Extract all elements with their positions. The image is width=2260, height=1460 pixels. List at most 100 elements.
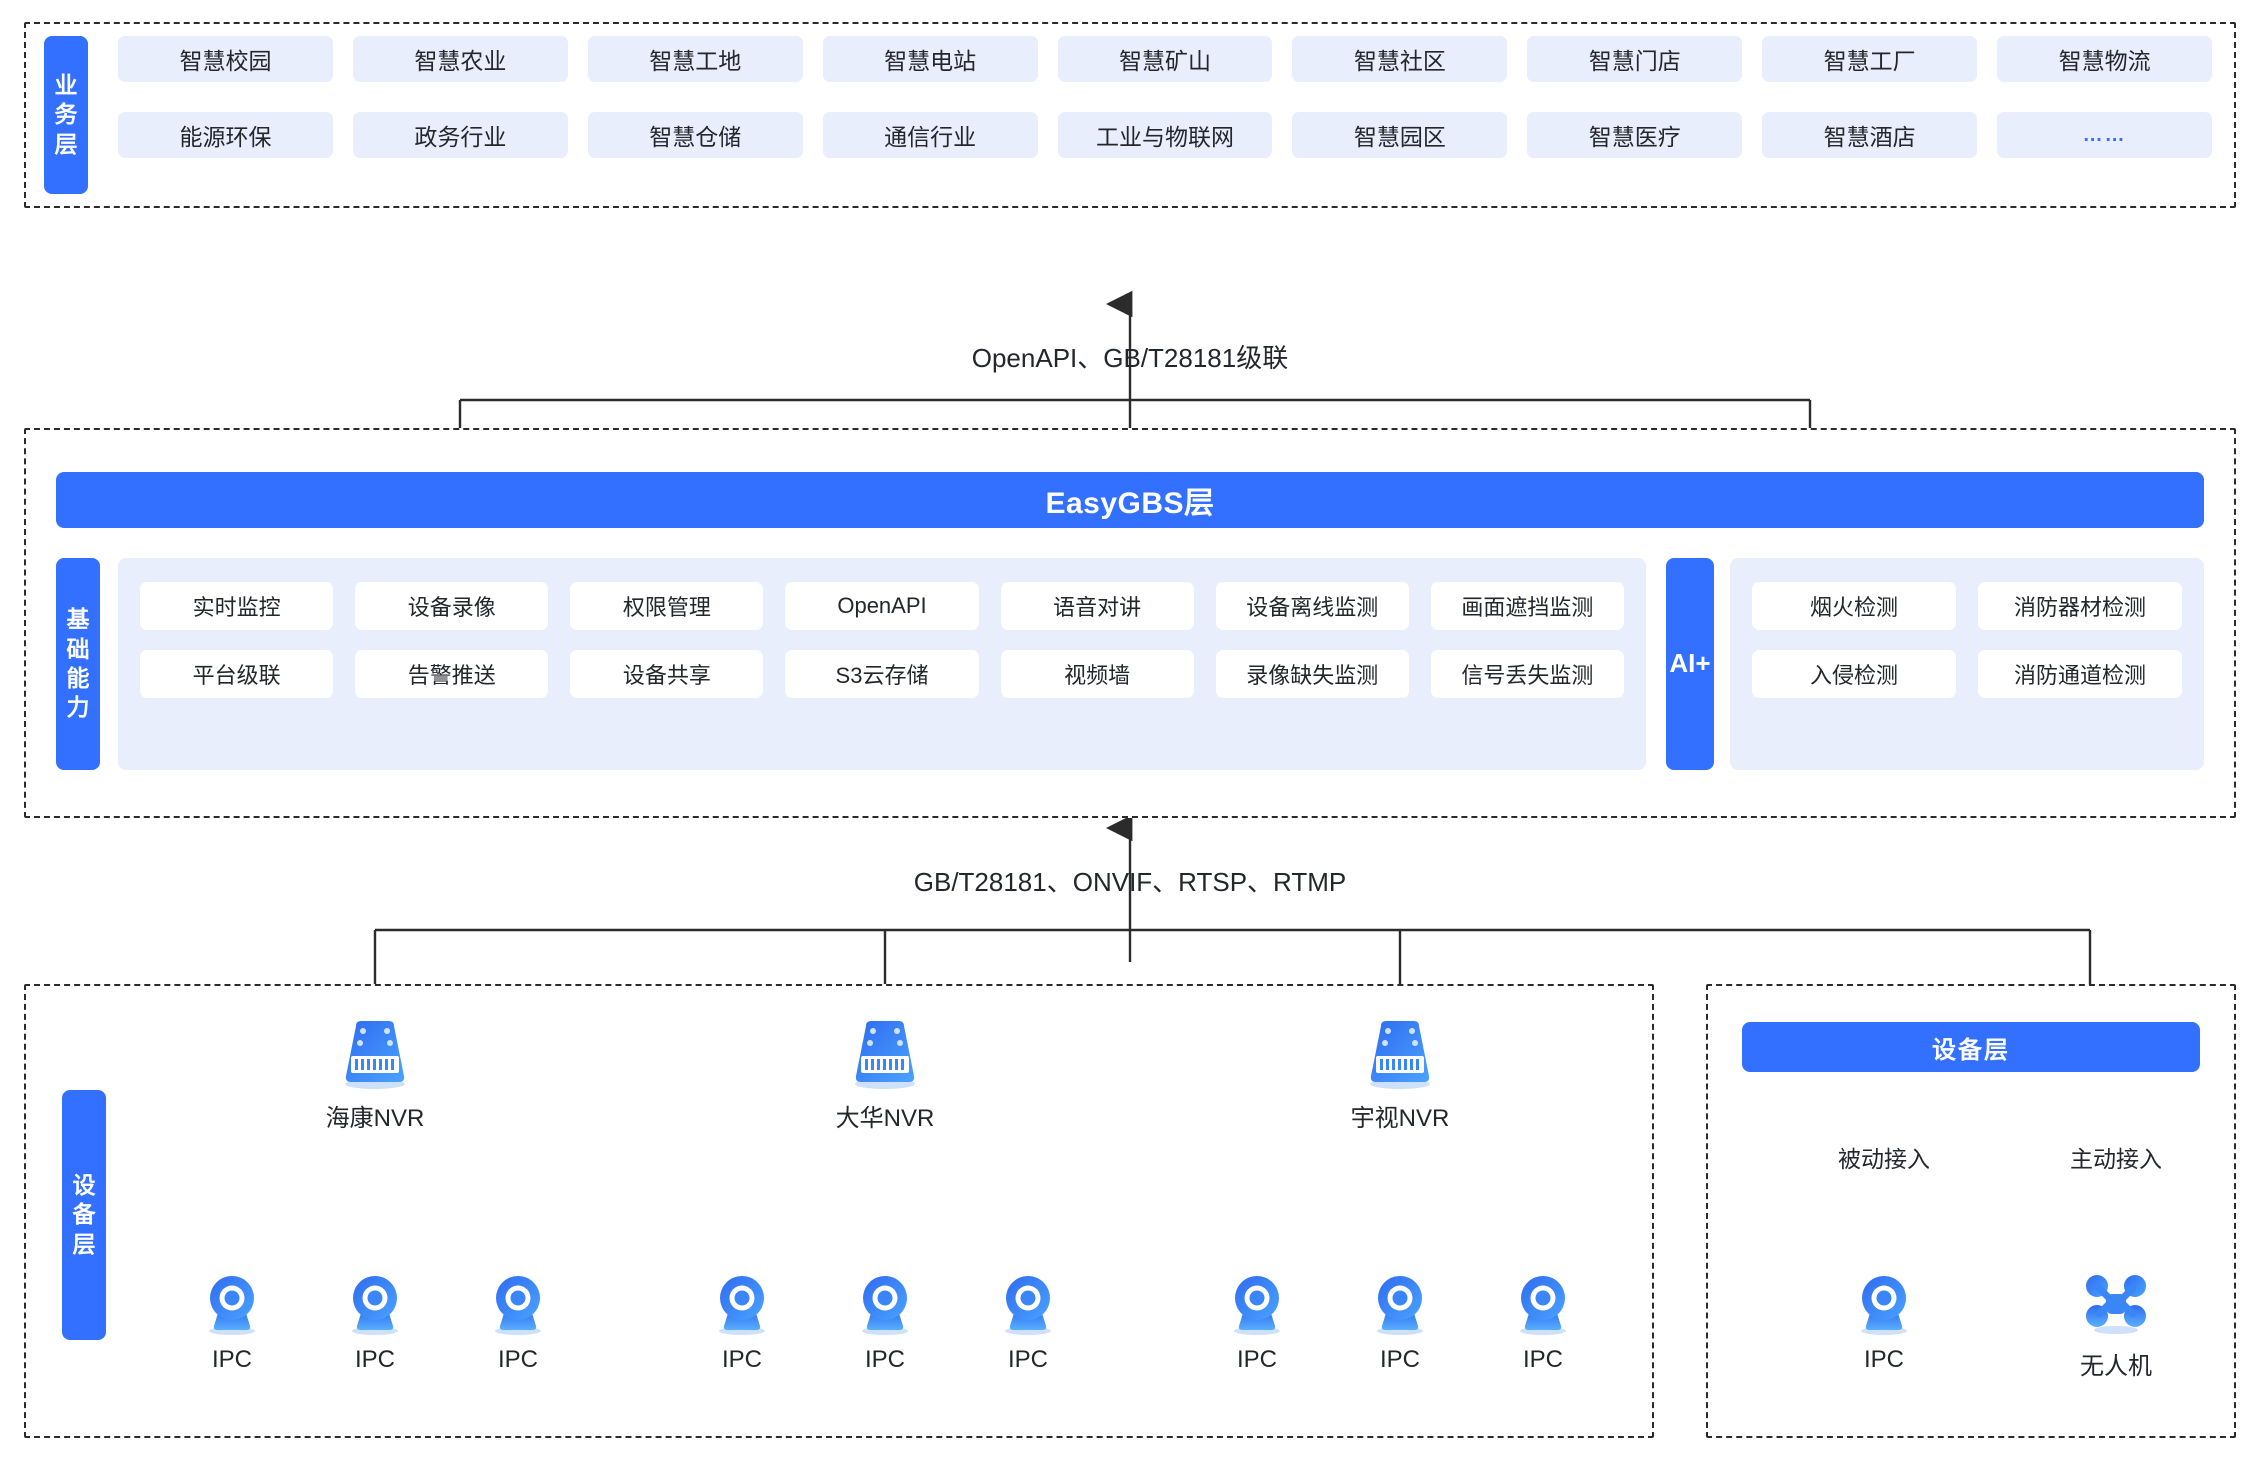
- nvr-icon: [805, 1018, 965, 1092]
- ipc-camera-icon: [1207, 1268, 1307, 1340]
- capability-chip[interactable]: S3云存储: [785, 650, 979, 698]
- direct-ipc-label: IPC: [1863, 1346, 1904, 1373]
- nvr-node[interactable]: 海康NVR: [295, 1018, 455, 1133]
- ai-plus-side-label-text: AI+: [1669, 648, 1711, 679]
- ai-capability-chip[interactable]: 消防器材检测: [1978, 582, 2182, 630]
- business-chip[interactable]: 工业与物联网: [1057, 112, 1273, 158]
- basic-capability-side-label: 基础能力: [56, 558, 100, 770]
- business-chip[interactable]: 智慧物流: [1997, 36, 2213, 82]
- nvr-node[interactable]: 宇视NVR: [1320, 1018, 1480, 1133]
- basic-capability-grid: 实时监控 设备录像 权限管理 OpenAPI 语音对讲 设备离线监测 画面遮挡监…: [118, 558, 1646, 770]
- ipc-label: IPC: [1236, 1346, 1277, 1373]
- business-chip[interactable]: 智慧仓储: [587, 112, 803, 158]
- nvr-label: 海康NVR: [325, 1105, 425, 1132]
- ai-capability-row-2: 入侵检测 消防通道检测: [1752, 650, 2182, 698]
- ipc-node[interactable]: IPC: [1493, 1268, 1593, 1374]
- business-chip[interactable]: 政务行业: [352, 112, 568, 158]
- capability-chip[interactable]: 录像缺失监测: [1215, 650, 1409, 698]
- business-chip[interactable]: 智慧农业: [352, 36, 568, 82]
- ipc-node[interactable]: IPC: [1207, 1268, 1307, 1374]
- ipc-camera-icon: [325, 1268, 425, 1340]
- business-row-1: 智慧校园 智慧农业 智慧工地 智慧电站 智慧矿山 智慧社区 智慧门店 智慧工厂 …: [118, 36, 2213, 82]
- business-chip[interactable]: 能源环保: [118, 112, 333, 158]
- business-chip[interactable]: 智慧电站: [822, 36, 1038, 82]
- ipc-camera-icon: [1350, 1268, 1450, 1340]
- business-chip[interactable]: 智慧门店: [1527, 36, 1743, 82]
- capability-chip[interactable]: 语音对讲: [1000, 582, 1194, 630]
- capability-chip[interactable]: 视频墙: [1000, 650, 1194, 698]
- ipc-node[interactable]: IPC: [325, 1268, 425, 1374]
- business-chip[interactable]: 智慧矿山: [1057, 36, 1273, 82]
- ipc-camera-icon: [978, 1268, 1078, 1340]
- capability-chip[interactable]: 权限管理: [570, 582, 764, 630]
- drone-icon: [2066, 1268, 2166, 1340]
- capability-chip[interactable]: 设备离线监测: [1215, 582, 1409, 630]
- ai-plus-side-label: AI+: [1666, 558, 1714, 770]
- business-layer-grid: 智慧校园 智慧农业 智慧工地 智慧电站 智慧矿山 智慧社区 智慧门店 智慧工厂 …: [118, 36, 2213, 158]
- direct-ipc-node[interactable]: IPC: [1834, 1268, 1934, 1374]
- nvr-icon: [295, 1018, 455, 1092]
- business-chip[interactable]: 智慧酒店: [1762, 112, 1978, 158]
- nvr-label: 宇视NVR: [1350, 1105, 1450, 1132]
- capability-chip[interactable]: 画面遮挡监测: [1430, 582, 1624, 630]
- connector-label-openapi: OpenAPI、GB/T28181级联: [971, 343, 1289, 373]
- ai-capability-chip[interactable]: 入侵检测: [1752, 650, 1956, 698]
- business-chip[interactable]: 通信行业: [822, 112, 1038, 158]
- business-chip[interactable]: 智慧医疗: [1527, 112, 1743, 158]
- connector-label-protocol: GB/T28181、ONVIF、RTSP、RTMP: [913, 867, 1347, 897]
- capability-chip[interactable]: 告警推送: [355, 650, 549, 698]
- capability-chip[interactable]: 信号丢失监测: [1430, 650, 1624, 698]
- ipc-node[interactable]: IPC: [468, 1268, 568, 1374]
- ipc-label: IPC: [1379, 1346, 1420, 1373]
- capability-chip[interactable]: 设备录像: [355, 582, 549, 630]
- basic-capability-side-label-text: 基础能力: [66, 606, 92, 721]
- ipc-camera-icon: [1493, 1268, 1593, 1340]
- easygbs-layer-title: EasyGBS层: [56, 472, 2204, 528]
- business-row-2: 能源环保 政务行业 智慧仓储 通信行业 工业与物联网 智慧园区 智慧医疗 智慧酒…: [118, 112, 2213, 158]
- ai-capability-chip[interactable]: 消防通道检测: [1978, 650, 2182, 698]
- ipc-label: IPC: [1522, 1346, 1563, 1373]
- device-layer-side-label: 设备层: [62, 1090, 106, 1340]
- ipc-camera-icon: [468, 1268, 568, 1340]
- ipc-label: IPC: [864, 1346, 905, 1373]
- ipc-node[interactable]: IPC: [182, 1268, 282, 1374]
- capability-chip[interactable]: 实时监控: [140, 582, 334, 630]
- ipc-camera-icon: [692, 1268, 792, 1340]
- nvr-label: 大华NVR: [835, 1105, 935, 1132]
- ipc-label: IPC: [721, 1346, 762, 1373]
- business-chip[interactable]: 智慧园区: [1292, 112, 1508, 158]
- business-chip[interactable]: 智慧校园: [118, 36, 333, 82]
- ai-capability-grid: 烟火检测 消防器材检测 入侵检测 消防通道检测: [1730, 558, 2204, 770]
- capability-chip[interactable]: OpenAPI: [785, 582, 979, 630]
- basic-capability-row-1: 实时监控 设备录像 权限管理 OpenAPI 语音对讲 设备离线监测 画面遮挡监…: [140, 582, 1624, 630]
- ipc-node[interactable]: IPC: [835, 1268, 935, 1374]
- capability-chip[interactable]: 平台级联: [140, 650, 334, 698]
- ai-capability-row-1: 烟火检测 消防器材检测: [1752, 582, 2182, 630]
- ipc-node[interactable]: IPC: [978, 1268, 1078, 1374]
- ai-capability-chip[interactable]: 烟火检测: [1752, 582, 1956, 630]
- nvr-icon: [1320, 1018, 1480, 1092]
- business-chip[interactable]: 智慧社区: [1292, 36, 1508, 82]
- direct-access-title: 设备层: [1742, 1022, 2200, 1072]
- business-layer-side-label: 业务层: [44, 36, 88, 194]
- business-chip-more[interactable]: ……: [1997, 112, 2213, 158]
- business-chip[interactable]: 智慧工地: [587, 36, 803, 82]
- ipc-label: IPC: [354, 1346, 395, 1373]
- drone-label: 无人机: [2080, 1353, 2152, 1380]
- ipc-camera-icon: [835, 1268, 935, 1340]
- access-mode-passive: 被动接入: [1838, 1146, 1930, 1172]
- ipc-label: IPC: [1007, 1346, 1048, 1373]
- basic-capability-row-2: 平台级联 告警推送 设备共享 S3云存储 视频墙 录像缺失监测 信号丢失监测: [140, 650, 1624, 698]
- business-chip[interactable]: 智慧工厂: [1762, 36, 1978, 82]
- drone-node[interactable]: 无人机: [2066, 1268, 2166, 1381]
- ipc-node[interactable]: IPC: [1350, 1268, 1450, 1374]
- capability-chip[interactable]: 设备共享: [570, 650, 764, 698]
- ipc-camera-icon: [1834, 1268, 1934, 1340]
- ipc-camera-icon: [182, 1268, 282, 1340]
- nvr-node[interactable]: 大华NVR: [805, 1018, 965, 1133]
- ipc-label: IPC: [497, 1346, 538, 1373]
- business-layer-side-label-text: 业务层: [54, 71, 80, 157]
- ipc-label: IPC: [211, 1346, 252, 1373]
- ipc-node[interactable]: IPC: [692, 1268, 792, 1374]
